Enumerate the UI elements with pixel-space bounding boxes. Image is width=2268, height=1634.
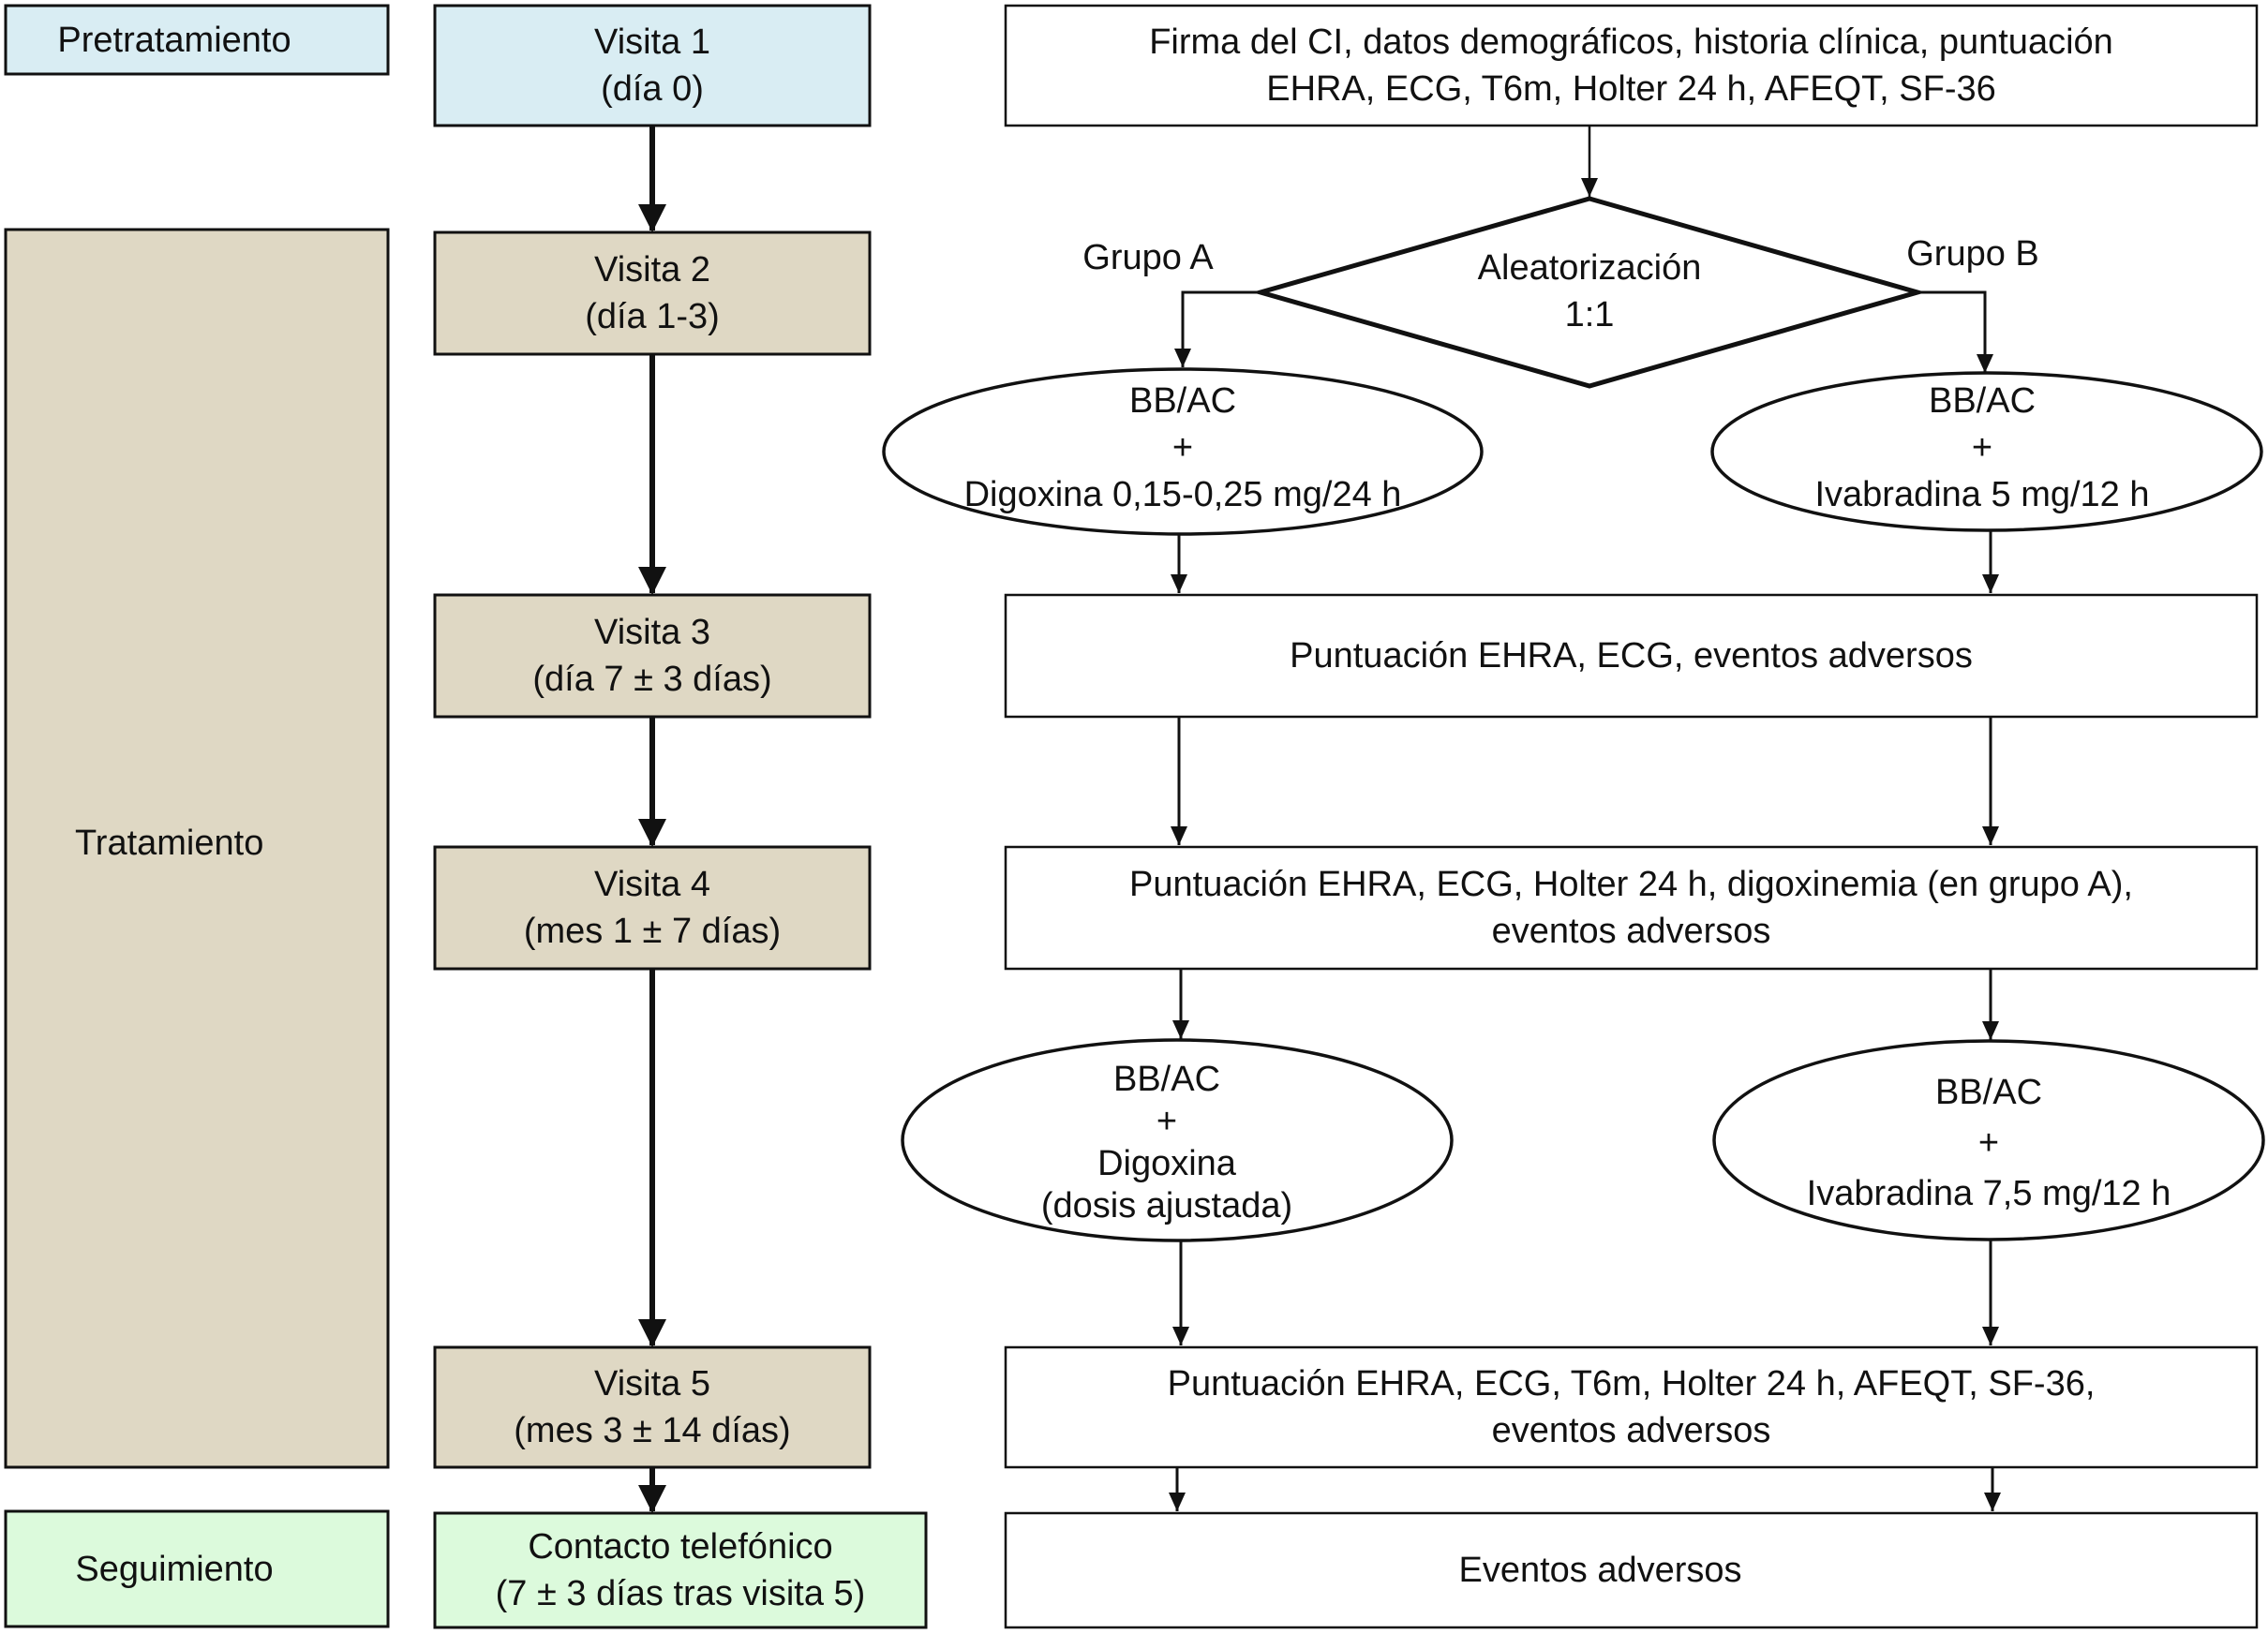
phase-box-pretratamiento — [4, 4, 390, 76]
procedure-text-followup: Eventos adversos — [1458, 1551, 1742, 1590]
phase-label-pretratamiento: Pretratamiento — [57, 20, 291, 60]
visit-3-label: Visita 3 (día 7 ± 3 días) — [435, 595, 870, 717]
arrow-group-b — [1917, 290, 1993, 373]
phase-label-seguimiento: Seguimiento — [75, 1549, 274, 1589]
treatment-ellipse-a-adjusted — [901, 1038, 1454, 1242]
group-b-label: Grupo B — [1906, 234, 2039, 274]
visit-4-label: Visita 4 (mes 1 ± 7 días) — [435, 847, 870, 969]
procedure-text-visit4: Puntuación EHRA, ECG, Holter 24 h, digox… — [1129, 865, 2133, 951]
contact-when: (7 ± 3 días tras visita 5) — [495, 1574, 866, 1613]
visit-1-when: (día 0) — [601, 69, 704, 109]
contact-title: Contacto telefónico — [528, 1527, 833, 1567]
treatment-text-b-adjusted: BB/AC + Ivabradina 7,5 mg/12 h — [1806, 1073, 2171, 1213]
visit-box-5 — [433, 1345, 872, 1469]
phase-box-seguimiento — [4, 1509, 390, 1628]
treatment-ellipse-b-initial — [1710, 371, 2263, 532]
procedure-text-visit3: Puntuación EHRA, ECG, eventos adversos — [1290, 636, 1973, 676]
procedure-box-followup — [1004, 1511, 2259, 1629]
visit-2-label: Visita 2 (día 1-3) — [435, 232, 870, 354]
group-a-label: Grupo A — [1082, 238, 1214, 277]
visit-box-contact — [433, 1511, 928, 1629]
procedure-box-visit5 — [1004, 1345, 2259, 1469]
visit-3-title: Visita 3 — [594, 613, 710, 652]
visit-3-when: (día 7 ± 3 días) — [532, 660, 772, 699]
visit-1-title: Visita 1 — [594, 22, 710, 62]
treatment-ellipse-b-adjusted — [1712, 1039, 2265, 1241]
visit-box-3 — [433, 593, 872, 719]
treatment-text-b-initial: BB/AC + Ivabradina 5 mg/12 h — [1814, 381, 2150, 514]
procedure-text-visit5: Puntuación EHRA, ECG, T6m, Holter 24 h, … — [1167, 1364, 2096, 1450]
procedure-box-visit1 — [1004, 4, 2259, 127]
procedure-box-visit3 — [1004, 593, 2259, 719]
phase-label-tratamiento: Tratamiento — [75, 824, 264, 863]
phase-box-tratamiento — [4, 228, 390, 1469]
procedure-text-visit1: Firma del CI, datos demográficos, histor… — [1149, 22, 2113, 109]
randomization-label: Aleatorización 1:1 — [1477, 248, 1702, 334]
visit-2-title: Visita 2 — [594, 250, 710, 290]
procedure-box-visit4 — [1004, 845, 2259, 971]
treatment-text-a-initial: BB/AC + Digoxina 0,15-0,25 mg/24 h — [963, 381, 1402, 514]
visit-5-title: Visita 5 — [594, 1364, 710, 1404]
visit-1-label: Visita 1 (día 0) — [435, 6, 870, 126]
visit-box-1 — [433, 4, 872, 127]
treatment-text-a-adjusted: BB/AC + Digoxina (dosis ajustada) — [1040, 1060, 1293, 1226]
visit-5-label: Visita 5 (mes 3 ± 14 días) — [435, 1347, 870, 1467]
contact-label: Contacto telefónico (7 ± 3 días tras vis… — [435, 1513, 926, 1627]
visit-2-when: (día 1-3) — [585, 297, 720, 336]
visit-5-when: (mes 3 ± 14 días) — [514, 1411, 791, 1450]
arrow-group-a — [1174, 290, 1261, 367]
visit-4-when: (mes 1 ± 7 días) — [523, 912, 782, 951]
visit-4-title: Visita 4 — [594, 865, 710, 904]
treatment-ellipse-a-initial — [882, 367, 1484, 536]
randomization-diamond — [1251, 196, 1927, 389]
